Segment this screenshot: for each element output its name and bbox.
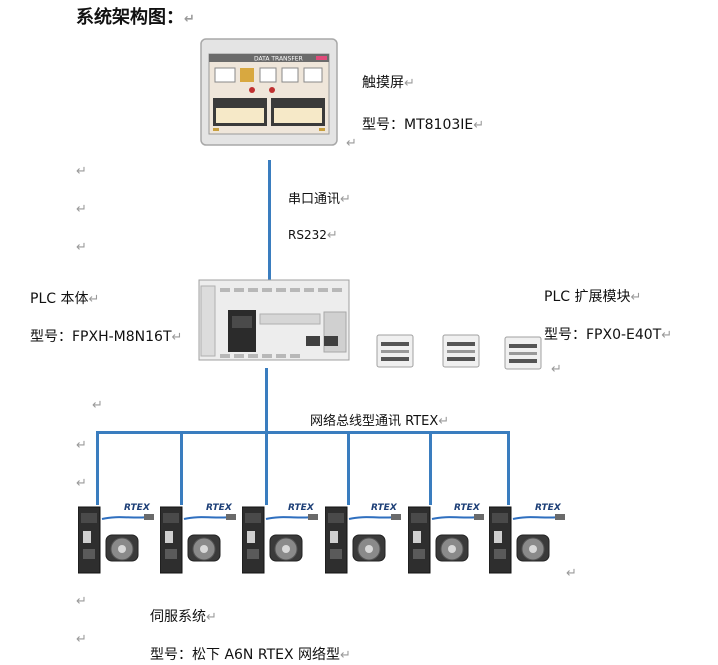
rtex-tag: RTEX bbox=[124, 503, 150, 513]
return-mark: ↵ bbox=[92, 398, 103, 413]
rtex-tag: RTEX bbox=[288, 503, 314, 513]
plc-label: PLC 本体↵ bbox=[30, 291, 100, 307]
servo-unit: RTEX bbox=[325, 503, 409, 577]
expansion-model: 型号：FPX0-E40T↵ bbox=[544, 327, 673, 343]
rtex-tag: RTEX bbox=[371, 503, 397, 513]
return-mark: ↵ bbox=[76, 632, 87, 647]
diagram-title: 系统架构图：↵ bbox=[76, 7, 195, 28]
hmi-model: 型号：MT8103IE↵ bbox=[362, 117, 485, 133]
servo-unit: RTEX bbox=[160, 503, 244, 577]
return-mark: ↵ bbox=[551, 362, 562, 377]
plc-expansion-module-3 bbox=[504, 336, 542, 370]
plc-body bbox=[198, 274, 351, 368]
bus-drop-3 bbox=[265, 431, 268, 505]
expansion-label: PLC 扩展模块↵ bbox=[544, 289, 642, 305]
return-mark: ↵ bbox=[566, 566, 577, 581]
plc-expansion-module-1 bbox=[376, 334, 414, 368]
hmi-touch-screen: DATA TRANSFER bbox=[200, 38, 338, 146]
servo-unit: RTEX bbox=[242, 503, 326, 577]
return-mark: ↵ bbox=[76, 594, 87, 609]
servo-unit: RTEX bbox=[489, 503, 573, 577]
return-mark: ↵ bbox=[76, 240, 87, 255]
servo-unit: RTEX bbox=[408, 503, 492, 577]
hmi-screen-title: DATA TRANSFER bbox=[254, 56, 303, 63]
rtex-tag: RTEX bbox=[535, 503, 561, 513]
servo-label: 伺服系统↵ bbox=[150, 609, 217, 625]
rtex-tag: RTEX bbox=[454, 503, 480, 513]
servo-unit: RTEX bbox=[78, 503, 162, 577]
return-mark: ↵ bbox=[346, 136, 357, 151]
bus-drop-5 bbox=[429, 431, 432, 505]
plc-model: 型号：FPXH-M8N16T↵ bbox=[30, 329, 183, 345]
return-mark: ↵ bbox=[76, 164, 87, 179]
servo-model: 型号：松下 A6N RTEX 网络型↵ bbox=[150, 647, 351, 663]
return-mark: ↵ bbox=[76, 202, 87, 217]
return-mark: ↵ bbox=[76, 438, 87, 453]
serial-link-line bbox=[268, 160, 271, 282]
serial-link-label: 串口通讯↵ bbox=[288, 192, 351, 207]
hmi-label: 触摸屏↵ bbox=[362, 75, 415, 91]
bus-drop-1 bbox=[96, 431, 99, 505]
bus-drop-4 bbox=[347, 431, 350, 505]
plc-expansion-module-2 bbox=[442, 334, 480, 368]
network-trunk-line bbox=[265, 368, 268, 432]
serial-protocol-label: RS232↵ bbox=[288, 228, 338, 243]
return-mark: ↵ bbox=[76, 476, 87, 491]
network-label: 网络总线型通讯 RTEX↵ bbox=[310, 414, 450, 429]
bus-drop-2 bbox=[180, 431, 183, 505]
bus-drop-6 bbox=[507, 431, 510, 505]
network-bus-line bbox=[96, 431, 510, 434]
rtex-tag: RTEX bbox=[206, 503, 232, 513]
